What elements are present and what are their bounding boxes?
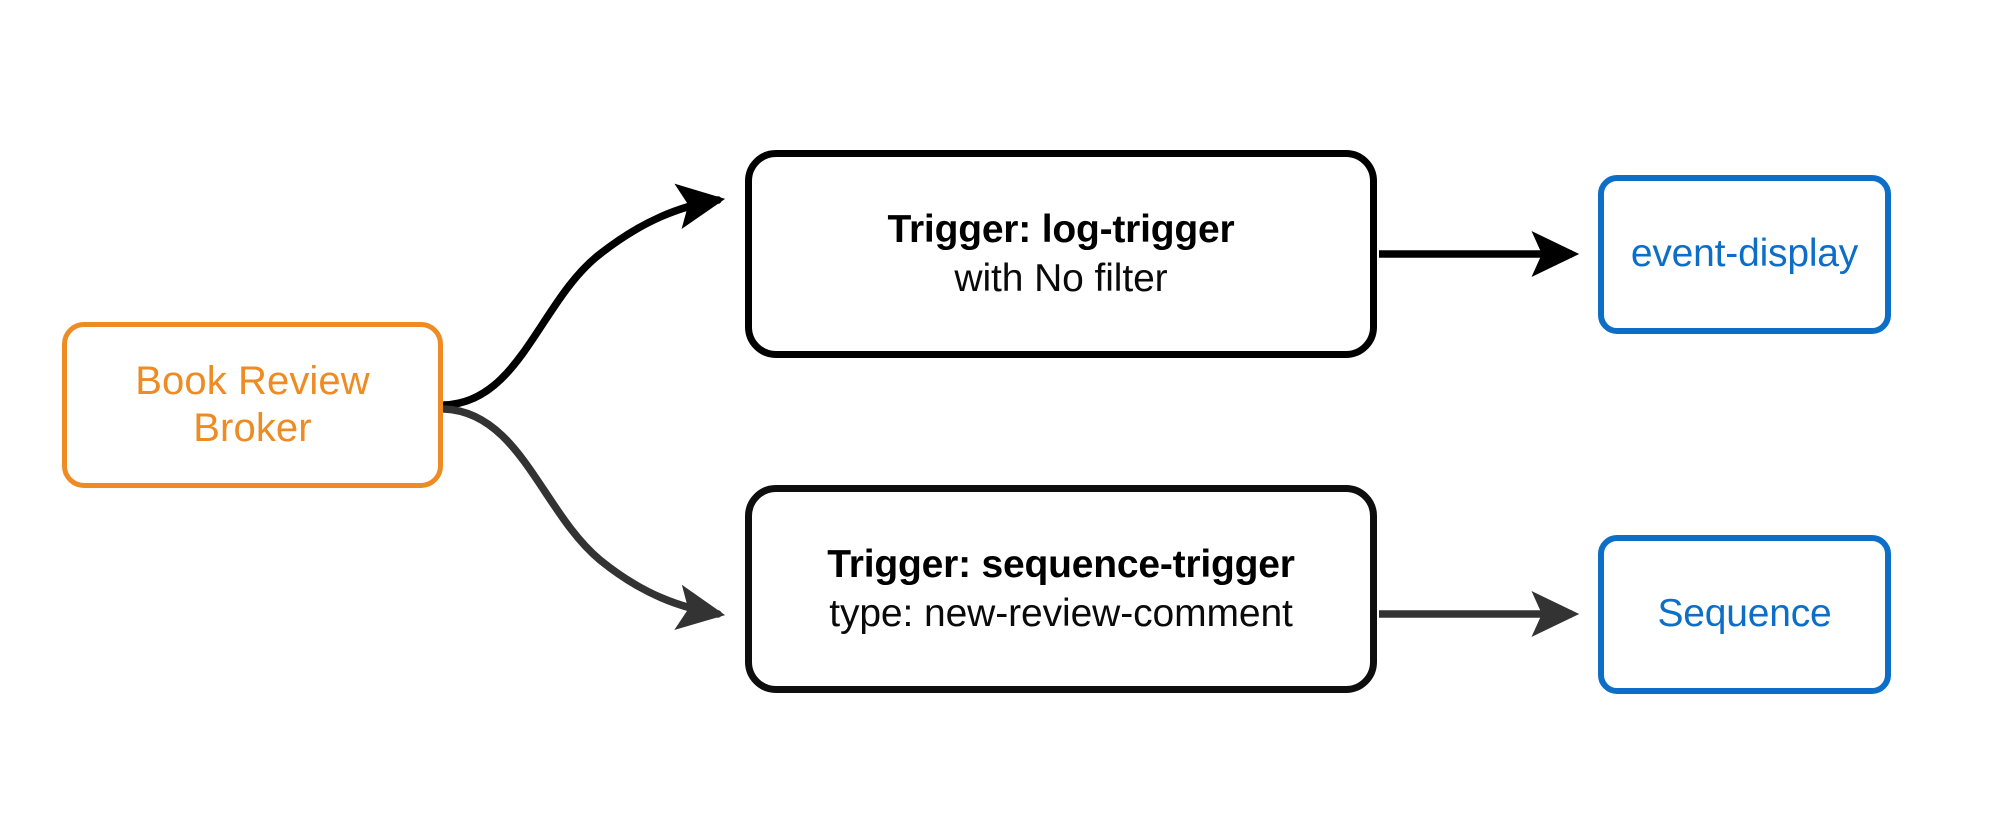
trigger-sequence-subtitle: type: new-review-comment [829, 591, 1293, 635]
trigger-sequence-title: Trigger: sequence-trigger [827, 542, 1295, 586]
node-sink-event-display[interactable]: event-display [1598, 175, 1891, 334]
trigger-log-subtitle: with No filter [954, 256, 1168, 300]
trigger-log-title: Trigger: log-trigger [887, 207, 1235, 251]
sink-sequence-label: Sequence [1657, 592, 1832, 636]
edge-broker-to-sequence-trigger [440, 405, 726, 630]
broker-label-line-1: Book Review [135, 358, 370, 403]
node-trigger-log-trigger[interactable]: Trigger: log-trigger with No filter [745, 150, 1377, 358]
node-book-review-broker[interactable]: Book Review Broker [62, 322, 443, 488]
node-trigger-sequence-trigger[interactable]: Trigger: sequence-trigger type: new-revi… [745, 485, 1377, 693]
broker-label-line-2: Broker [193, 406, 312, 450]
sink-event-display-label: event-display [1630, 232, 1859, 276]
edge-broker-to-log-trigger [440, 183, 726, 409]
node-sink-sequence[interactable]: Sequence [1598, 535, 1891, 694]
